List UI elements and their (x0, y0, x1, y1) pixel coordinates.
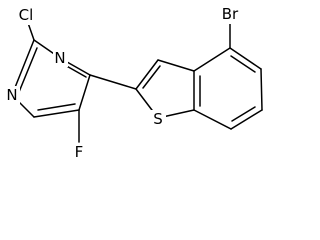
bond-c2prime-c3prime (135, 59, 159, 90)
bond-c4prime-c5prime (229, 47, 262, 70)
atom-label-br: Br (222, 5, 239, 23)
bond-c3a-c4prime (193, 47, 231, 72)
bond-c5-c6 (33, 109, 80, 118)
bond-c4-c2prime (89, 74, 137, 90)
atom-fluorine: F (72, 143, 86, 161)
atom-chlorine: Cl (15, 6, 39, 25)
bond-c5-c6-inner (37, 103, 76, 111)
bond-layer (11, 19, 263, 143)
atom-label-s: S (153, 110, 163, 128)
bond-c6prime-c7prime-inner (231, 106, 256, 122)
bond-n1-c2 (11, 39, 35, 96)
atom-nitrogen-top: N (53, 49, 68, 67)
structure-canvas: Br Cl N N S F (5, 4, 263, 161)
bond-n1-c2-inner (18, 47, 38, 93)
atom-label-layer: Br Cl N N S F (5, 4, 244, 161)
atom-bromine: Br (218, 4, 244, 24)
atom-label-n-top: N (54, 49, 65, 67)
bond-c4-c5 (78, 74, 91, 111)
bond-c2prime-c3prime-inner (142, 65, 161, 89)
atom-sulfur: S (150, 110, 166, 128)
bond-c5prime-c6prime (260, 68, 263, 111)
chemical-structure-diagram: Br Cl N N S F (5, 4, 263, 161)
atom-label-f: F (75, 143, 84, 161)
bond-c4prime-c5prime-inner (230, 55, 256, 73)
atom-nitrogen-left: N (5, 86, 20, 104)
bond-c7prime-c7a (193, 109, 232, 130)
bond-c6prime-c7prime (230, 109, 263, 130)
atom-label-n-left: N (6, 86, 17, 104)
atom-label-cl: Cl (19, 6, 34, 24)
bond-c3prime-c3a (157, 59, 195, 72)
